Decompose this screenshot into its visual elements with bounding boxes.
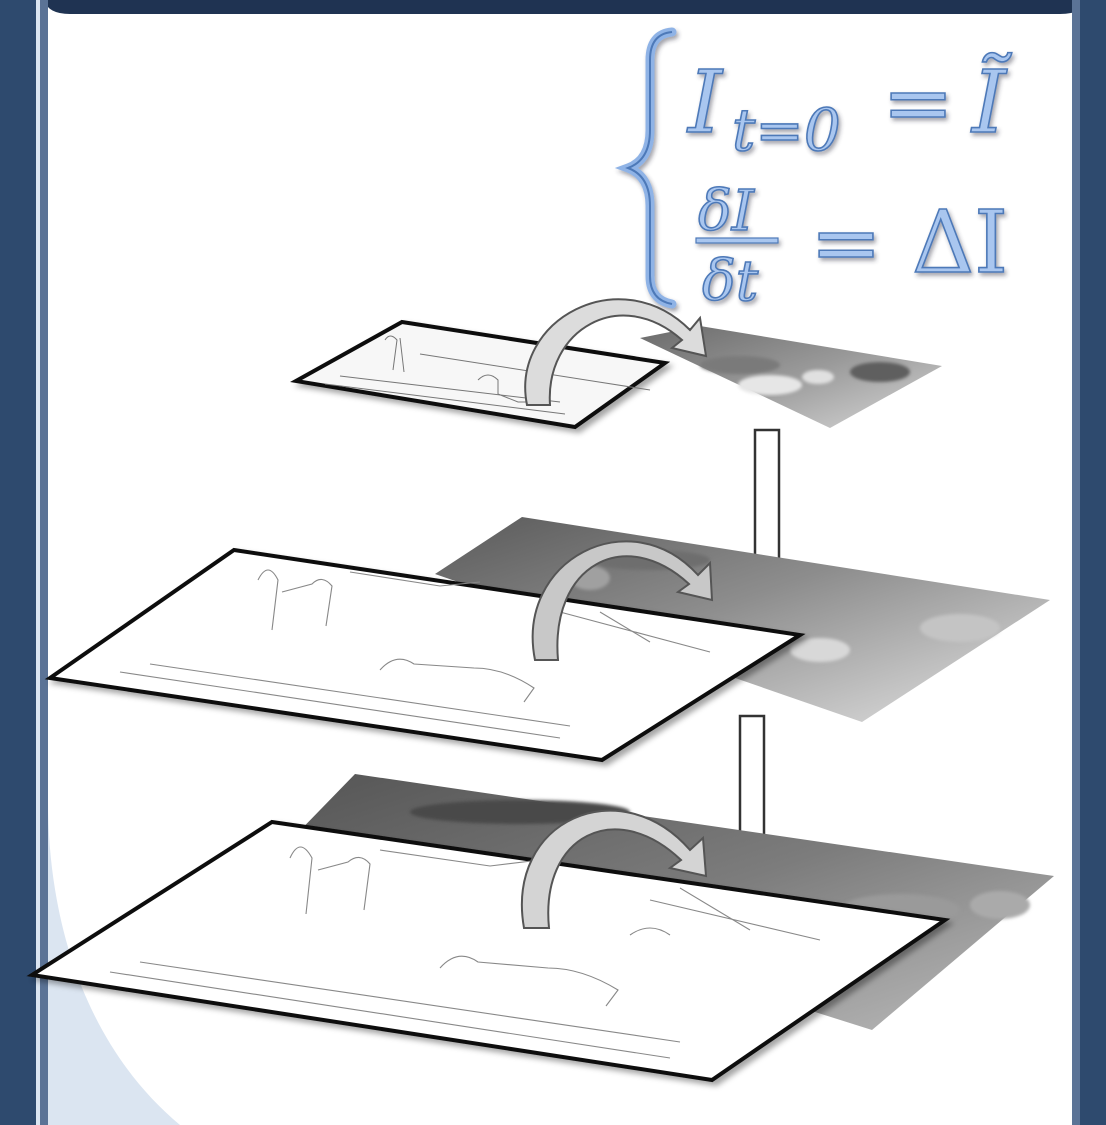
curved-arrow-icon xyxy=(524,298,708,406)
edge-map-fine xyxy=(26,819,951,1083)
top-banner-edge xyxy=(36,0,1080,14)
level-coarse xyxy=(290,298,942,430)
eq1-lhs: I xyxy=(686,53,724,153)
curved-arrow-icon xyxy=(531,540,714,661)
eq1-sub: t=0 xyxy=(732,96,841,164)
eq1-equals: = xyxy=(882,53,954,153)
edge-map-fine-sketch xyxy=(109,846,821,1059)
panel-right-border xyxy=(1072,0,1080,1125)
eq2-equals: = xyxy=(810,193,882,293)
eq1-rhs: Ĩ xyxy=(970,53,1012,153)
edge-map-coarse xyxy=(290,319,671,430)
eq2-fraction-bar xyxy=(695,237,779,244)
equation-block: I t=0 = Ĩ δI δt = ΔI xyxy=(614,27,1013,315)
curved-arrow-icon xyxy=(521,809,708,929)
edge-map-medium-sketch xyxy=(119,569,711,739)
depth-map-coarse xyxy=(640,326,942,428)
level-fine xyxy=(26,774,1054,1083)
eq2-numerator: δI xyxy=(698,179,756,244)
right-frame xyxy=(1080,0,1106,1125)
eq2-denominator: δt xyxy=(702,249,759,314)
panel-left-border xyxy=(40,0,48,1125)
level-medium xyxy=(44,517,1050,763)
edge-map-medium xyxy=(44,547,806,763)
panel-tint xyxy=(36,0,180,1125)
left-frame xyxy=(0,0,36,1125)
eq2-rhs: ΔI xyxy=(912,193,1008,293)
depth-map-coarse-blobs xyxy=(700,356,910,395)
